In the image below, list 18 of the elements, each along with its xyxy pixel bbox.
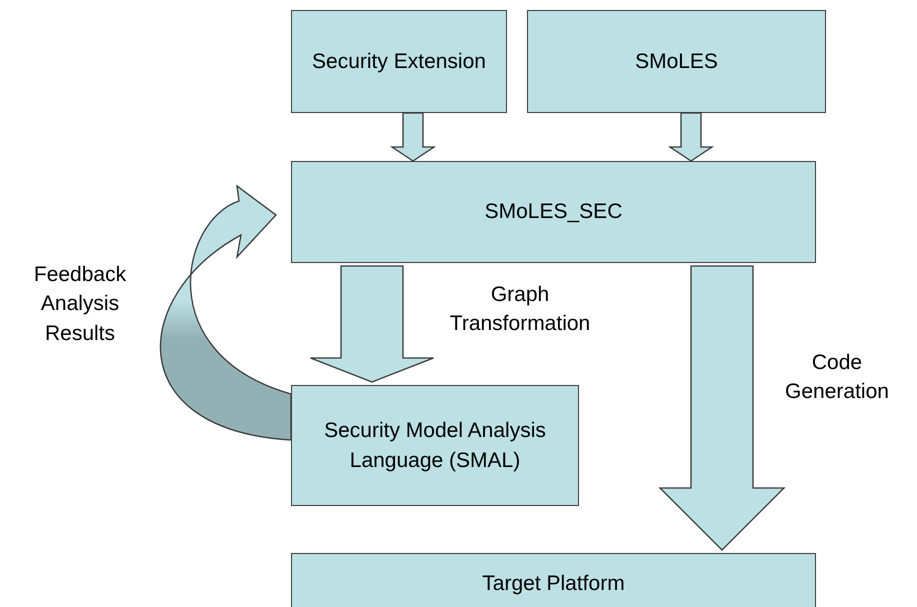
edge-label: Feedback Analysis Results <box>32 262 128 347</box>
process-box <box>291 161 816 263</box>
process-box <box>291 553 816 607</box>
block-arrow <box>390 112 436 162</box>
edge-label: Graph Transformation <box>448 282 592 338</box>
block-arrow <box>658 265 786 551</box>
process-box <box>291 10 507 113</box>
edge-label: Code Generation <box>784 350 890 406</box>
box-label: Target Platform <box>482 570 625 597</box>
block-arrow <box>160 185 292 441</box>
block-arrow <box>310 265 434 383</box>
box-label: SMoLES_SEC <box>484 199 622 226</box>
process-box <box>527 10 826 113</box>
block-arrow <box>668 112 714 162</box>
box-label: SMoLES <box>635 48 718 75</box>
box-label: Security Model Analysis Language (SMAL) <box>323 418 547 474</box>
process-box <box>291 385 579 506</box>
box-label: Security Extension <box>312 48 486 75</box>
